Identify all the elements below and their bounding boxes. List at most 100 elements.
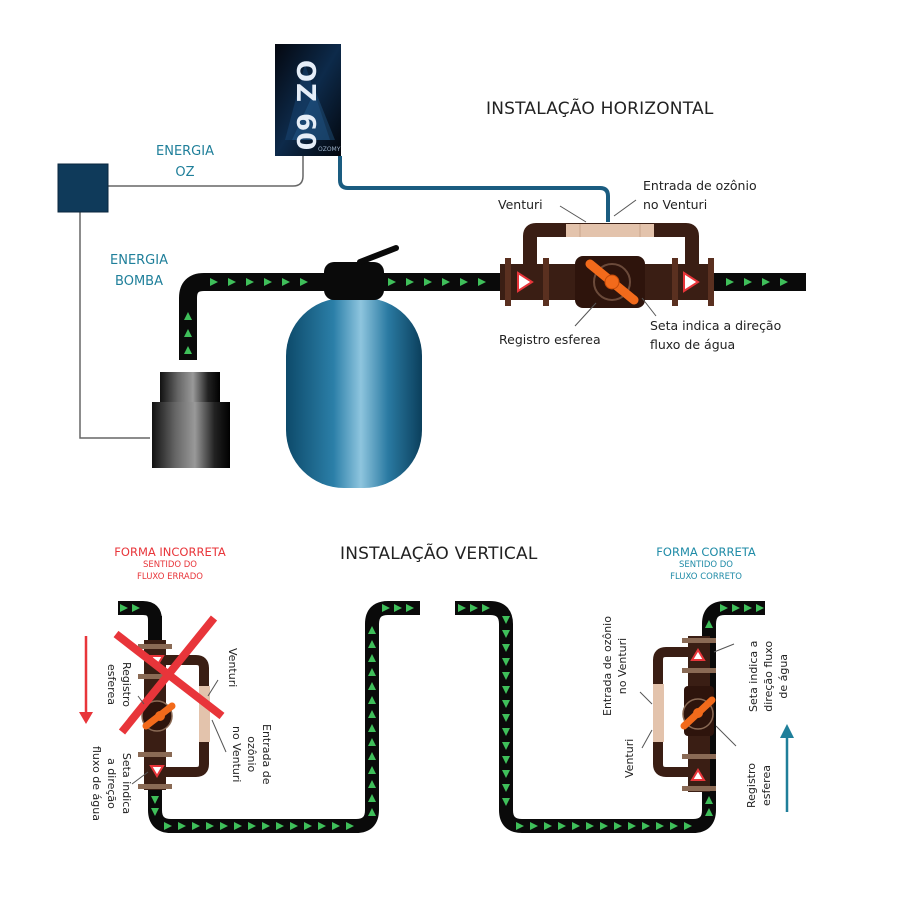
incorrect-label-ozone: Entrada de ozônio no Venturi — [229, 724, 274, 784]
flow-arrow-icon — [220, 822, 228, 830]
wrong-flow-arrow-icon — [79, 636, 93, 724]
label-energia-oz-line1: ENERGIA — [156, 144, 214, 159]
device-sub: OZOMY — [318, 146, 341, 153]
flow-arrow-icon — [368, 668, 376, 676]
flow-arrow-icon — [600, 822, 608, 830]
flow-arrow-icon — [502, 672, 510, 680]
flow-arrow-icon — [332, 822, 340, 830]
flow-arrow-icon — [684, 822, 692, 830]
venturi-assembly-horizontal — [500, 223, 714, 308]
venturi-assembly-correct — [653, 636, 716, 792]
flow-arrow-icon — [572, 822, 580, 830]
label-ozone-inlet-h: Entrada de ozônio no Venturi — [643, 176, 757, 214]
flow-arrow-icon — [368, 766, 376, 774]
flow-arrow-icon — [290, 822, 298, 830]
flow-arrow-icon — [120, 604, 128, 612]
incorrect-header: FORMA INCORRETA SENTIDO DO FLUXO ERRADO — [100, 545, 240, 583]
flow-arrow-icon — [151, 808, 159, 816]
flow-arrow-icon — [502, 658, 510, 666]
flow-arrow-icon — [502, 700, 510, 708]
flow-arrow-icon — [558, 822, 566, 830]
correct-ball-valve-line1: Registro — [745, 762, 758, 808]
flow-arrow-icon — [502, 784, 510, 792]
flow-arrow-icon — [732, 604, 740, 612]
flow-arrow-icon — [502, 756, 510, 764]
incorrect-sub-1: SENTIDO DO — [143, 560, 197, 570]
flow-arrow-icon — [744, 604, 752, 612]
flow-arrow-icon — [164, 822, 172, 830]
label-energia-bomba-line2: BOMBA — [115, 274, 163, 289]
incorrect-label-ball-valve: Registro esferea — [104, 662, 134, 707]
correct-arrow-line2: direção fluxo — [762, 640, 775, 712]
label-energia-oz: ENERGIA OZ — [146, 141, 224, 183]
flow-arrow-icon — [614, 822, 622, 830]
power-wire-oz — [108, 156, 304, 187]
flow-arrow-icon — [262, 822, 270, 830]
flow-arrow-icon — [368, 640, 376, 648]
flow-arrow-icon — [184, 346, 192, 354]
flow-arrow-icon — [628, 822, 636, 830]
label-arrow-note-h: Seta indica a direção fluxo de água — [650, 316, 781, 354]
flow-arrow-icon — [368, 780, 376, 788]
flow-arrow-icon — [282, 278, 290, 286]
correct-label-arrow-note: Seta indica a direção fluxo de água — [746, 641, 791, 712]
correct-ozone-line2: no Venturi — [616, 637, 629, 695]
flow-arrow-icon — [705, 620, 713, 628]
label-arrow-note-h-line2: fluxo de água — [650, 337, 736, 352]
flow-arrow-icon — [458, 604, 466, 612]
flow-arrow-icon — [304, 822, 312, 830]
flow-arrow-icon — [502, 728, 510, 736]
flow-arrow-icon — [726, 278, 734, 286]
flow-arrow-icon — [502, 714, 510, 722]
flow-arrow-icon — [544, 822, 552, 830]
correct-flow-arrow-icon — [780, 724, 794, 812]
flow-arrow-icon — [502, 686, 510, 694]
flow-arrow-icon — [368, 794, 376, 802]
flow-arrow-icon — [482, 604, 490, 612]
venturi-assembly-incorrect — [138, 640, 210, 790]
flow-arrow-icon — [780, 278, 788, 286]
flow-arrow-icon — [264, 278, 272, 286]
flow-arrow-icon — [502, 630, 510, 638]
flow-arrow-icon — [368, 738, 376, 746]
main-pipe — [179, 273, 806, 360]
flow-arrow-icon — [502, 616, 510, 624]
correct-sub-2: FLUXO CORRETO — [670, 572, 742, 582]
flow-arrow-icon — [368, 654, 376, 662]
heading-vertical: INSTALAÇÃO VERTICAL — [340, 544, 538, 564]
label-arrow-note-h-line1: Seta indica a direção — [650, 318, 782, 333]
correct-ozone-line1: Entrada de ozônio — [601, 616, 614, 716]
incorrect-ozone-line2: ozônio — [245, 736, 258, 773]
correct-sub-1: SENTIDO DO — [679, 560, 733, 570]
device-brand: OZ 60 — [290, 60, 320, 152]
flow-arrow-icon — [368, 808, 376, 816]
label-energia-bomba: ENERGIA BOMBA — [100, 250, 178, 292]
flow-arrow-icon — [744, 278, 752, 286]
flow-arrow-icon — [368, 752, 376, 760]
label-ozone-inlet-h-line1: Entrada de ozônio — [643, 178, 757, 193]
power-wire-pump — [79, 212, 150, 439]
flow-arrow-icon — [368, 724, 376, 732]
incorrect-ball-valve-line2: esferea — [105, 664, 118, 705]
flow-arrow-icon — [346, 822, 354, 830]
flow-arrow-icon — [705, 808, 713, 816]
flow-arrow-icon — [502, 644, 510, 652]
incorrect-sub-2: FLUXO ERRADO — [137, 572, 203, 582]
correct-arrow-line3: de água — [777, 653, 790, 699]
flow-arrow-icon — [388, 278, 396, 286]
correct-label-ozone: Entrada de ozônio no Venturi — [600, 616, 630, 716]
flow-arrow-icon — [642, 822, 650, 830]
incorrect-title: FORMA INCORRETA — [114, 545, 226, 559]
incorrect-ball-valve-line1: Registro — [120, 662, 133, 708]
correct-title: FORMA CORRETA — [656, 545, 756, 559]
label-energia-oz-line2: OZ — [175, 165, 195, 180]
flow-arrow-icon — [705, 796, 713, 804]
flow-arrow-icon — [368, 626, 376, 634]
flow-arrow-icon — [586, 822, 594, 830]
flow-arrow-icon — [368, 682, 376, 690]
flow-arrow-icon — [368, 710, 376, 718]
label-venturi-h: Venturi — [498, 197, 543, 212]
flow-arrow-icon — [318, 822, 326, 830]
